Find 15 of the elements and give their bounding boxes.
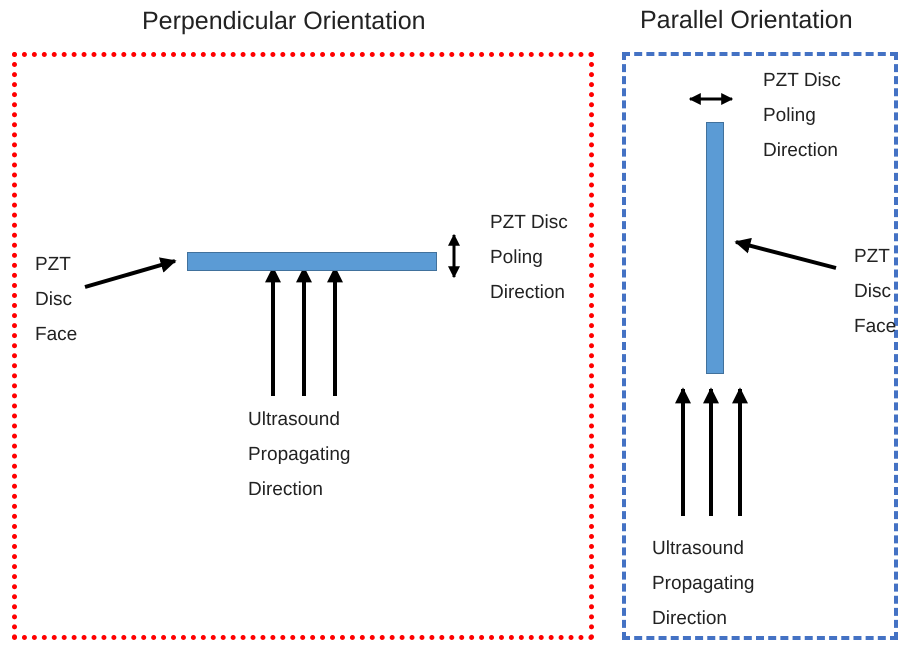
arrow (675, 387, 691, 516)
ultrasound-label: Ultrasound Propagating Direction (248, 402, 388, 507)
disc-bar (187, 252, 437, 271)
poling-direction-label: PZT Disc Poling Direction (763, 69, 842, 163)
arrow (703, 387, 719, 516)
panel-title: Parallel Orientation (640, 6, 853, 35)
panel-title: Perpendicular Orientation (142, 7, 426, 36)
disc-face-label: PZT Disc Face (35, 247, 95, 352)
leader-arrow (734, 238, 836, 270)
disc-bar (706, 122, 724, 374)
ultrasound-label: Ultrasound Propagating Direction (652, 531, 792, 636)
disc-face-label: PZT Disc Face (854, 239, 901, 344)
leader-arrow (84, 257, 177, 289)
arrow (732, 387, 748, 516)
poling-direction-label: PZT Disc Poling Direction (490, 211, 569, 305)
